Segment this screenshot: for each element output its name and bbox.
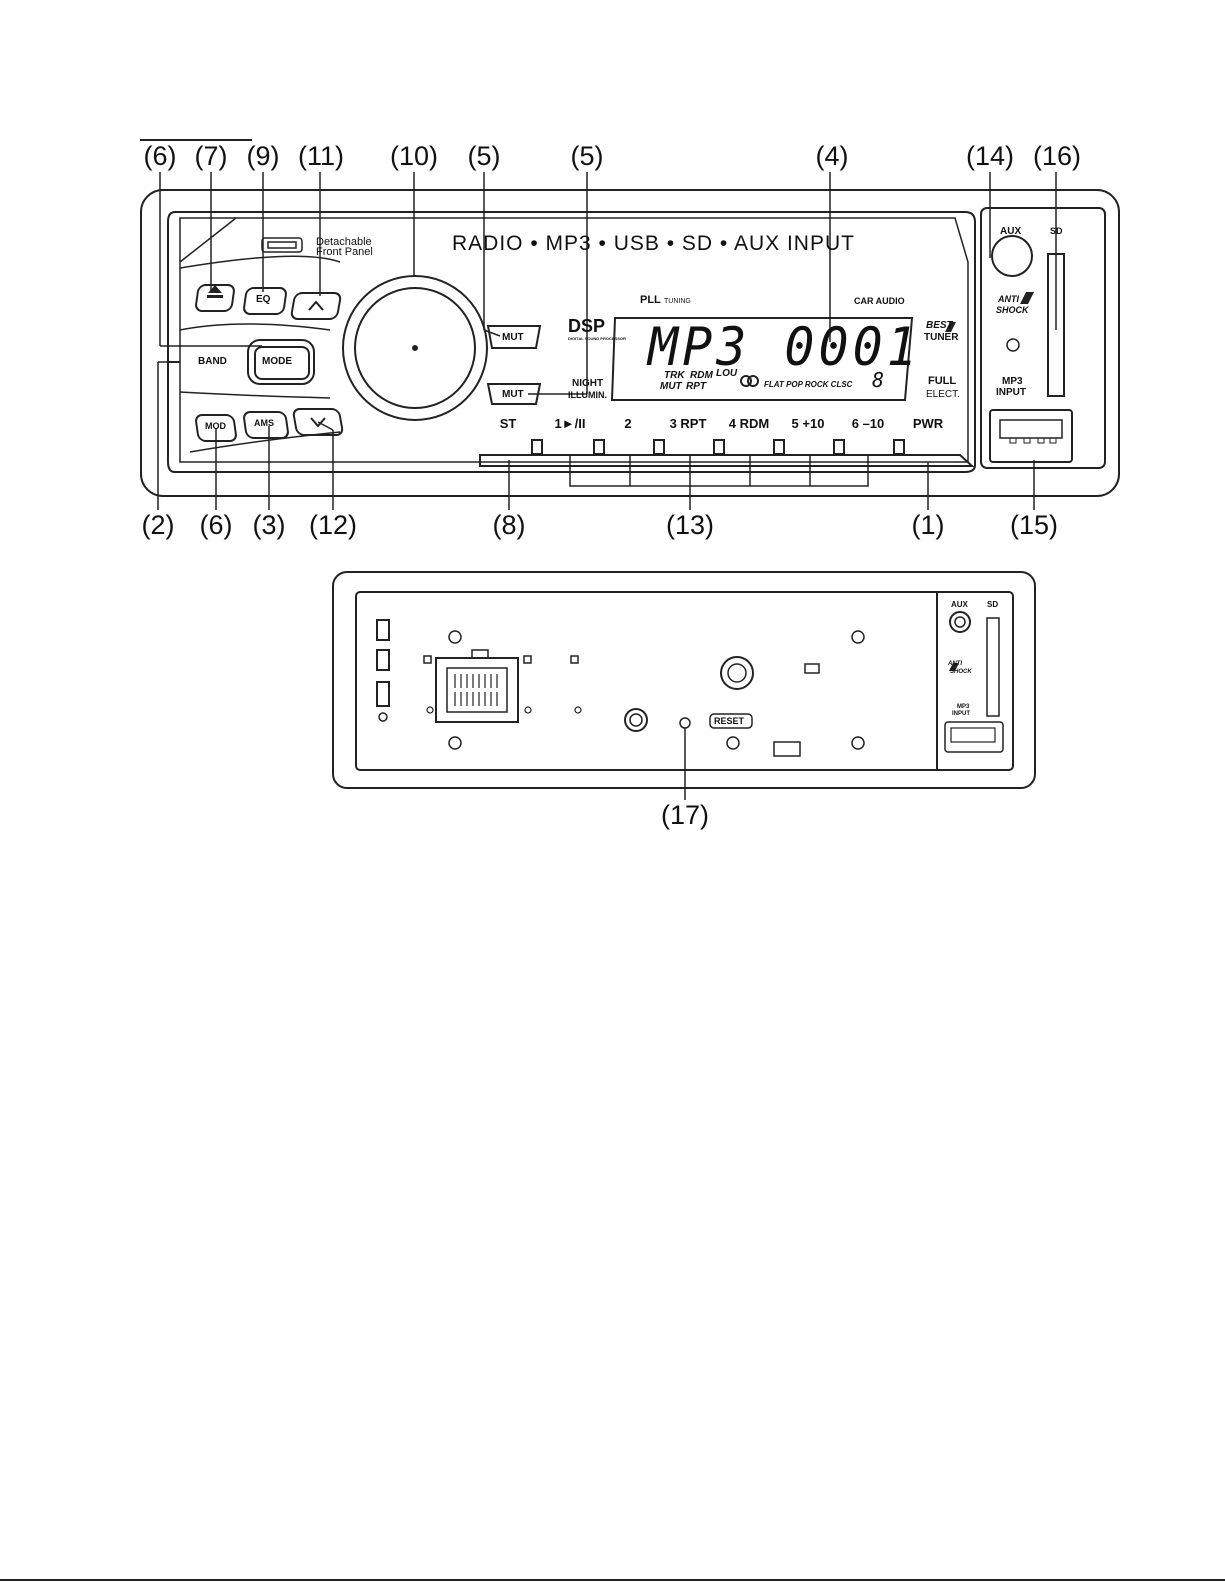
anti-shock-slash-icon-rear [949,663,959,671]
lcd-indicator-rpt: RPT [686,381,706,392]
callout-top: (5) [467,141,501,171]
mode-button-housing [247,339,315,385]
preset-4-rdm[interactable]: 4 RDM [728,416,770,431]
reset-button[interactable]: RESET [714,716,745,726]
callout-top: (14) [965,141,1015,171]
tuner-label: TUNER [924,332,959,343]
front-panel-inner [179,217,969,463]
illumin-label: ILLUMIN. [568,390,607,400]
mut-button-lower [486,383,542,405]
callout-top: (7) [194,141,228,171]
elect-label: ELECT. [926,389,960,400]
aux-jack-front [991,235,1033,277]
callout-bottom: (3) [252,510,286,540]
mode-button-label: MODE [262,356,292,367]
eject-icon [207,285,223,298]
mp3-label-rear: MP3 [957,704,970,710]
mut-button-upper-label[interactable]: MUT [502,332,524,343]
stereo-icon [740,375,759,387]
lcd-indicator-trk: TRK [664,370,685,381]
tuning-label: TUNING [664,298,691,305]
lcd-eq-presets: FLAT POP ROCK CLSC [764,380,853,389]
lcd-window [610,317,914,401]
callout-bottom: (15) [1009,510,1059,540]
eject-button[interactable] [194,284,236,312]
callout-bottom: (2) [141,510,175,540]
down-button[interactable] [291,408,345,436]
band-label: BAND [198,356,227,367]
anti-label-rear: ANTI [948,661,962,667]
rear-chassis-outline [332,571,1036,789]
down-arrow-icon [310,417,326,428]
lcd-indicator-rdm: RDM [690,370,713,381]
preset-5-plus10[interactable]: 5 +10 [791,416,825,431]
ams-button-label: AMS [254,418,274,428]
dsp-label: DSP [568,316,606,336]
lcd-digit: 8 [872,368,885,392]
best-label: BEST [926,320,953,331]
callout-top: (16) [1032,141,1082,171]
sources-banner: RADIO • MP3 • USB • SD • AUX INPUT [452,232,855,255]
right-module-outline [980,207,1106,469]
lcd-indicator-mut: MUT [660,381,682,392]
callout-top: (11) [297,141,345,171]
up-arrow-icon [308,300,324,311]
preset-3-rpt[interactable]: 3 RPT [669,416,707,431]
callout-top: (5) [570,141,604,171]
volume-knob-inner [354,287,476,409]
lcd-indicator-lou: LOU [716,368,738,379]
shock-label-front: SHOCK [996,305,1029,315]
up-button[interactable] [289,292,343,320]
callout-top: (9) [246,141,280,171]
eq-button-label: EQ [256,294,271,305]
shock-label-rear: SHOCK [950,669,972,675]
callout-rear: (17) [660,800,710,830]
preset-2[interactable]: 2 [624,416,632,431]
detachable-panel-icon [261,237,303,253]
lcd-main-text: MP3 0001 [648,316,921,378]
anti-shock-slash-icon [1020,292,1034,304]
detachable-line2: Front Panel [316,246,373,258]
aux-label-front: AUX [1000,226,1022,237]
callout-top: (6) [143,141,177,171]
mp3-label-front: MP3 [1002,376,1023,387]
volume-knob-outer [342,275,488,421]
mod-button-label: MOD [205,421,226,431]
sd-label-front: SD [1050,226,1063,236]
preset-pwr[interactable]: PWR [912,416,944,431]
preset-6-minus10[interactable]: 6 –10 [851,416,885,431]
dsp-sub-label: DIGITAL SOUND PROCESSOR [568,336,626,341]
input-label-rear: INPUT [952,711,970,717]
pll-label: PLL [640,294,661,306]
callout-bottom: (8) [492,510,526,540]
callout-top: (10) [389,141,439,171]
mut-button-lower-label[interactable]: MUT [502,389,524,400]
aux-label-rear: AUX [951,600,968,609]
detachable-line1: Detachable [316,236,372,248]
callout-top: (4) [815,141,849,171]
full-label: FULL [928,375,957,387]
sd-label-rear: SD [987,600,999,609]
preset-1-play-pause[interactable]: 1►/II [554,416,586,431]
front-panel-outline [167,211,976,473]
preset-strip [479,454,975,467]
mut-button-upper [486,325,542,349]
preset-st[interactable]: ST [499,416,517,431]
callout-bottom: (13) [665,510,715,540]
callout-bottom: (6) [199,510,233,540]
anti-label-front: ANTI [998,294,1019,304]
car-audio-label: CAR AUDIO [854,296,905,306]
input-label-front: INPUT [996,387,1026,398]
best-tuner-slash-icon [945,322,956,332]
chassis-outline [140,189,1120,497]
night-label: NIGHT [572,378,604,389]
mode-button[interactable] [254,346,310,380]
callout-bottom: (12) [308,510,358,540]
callout-bottom: (1) [911,510,945,540]
usb-port-front [989,409,1073,463]
